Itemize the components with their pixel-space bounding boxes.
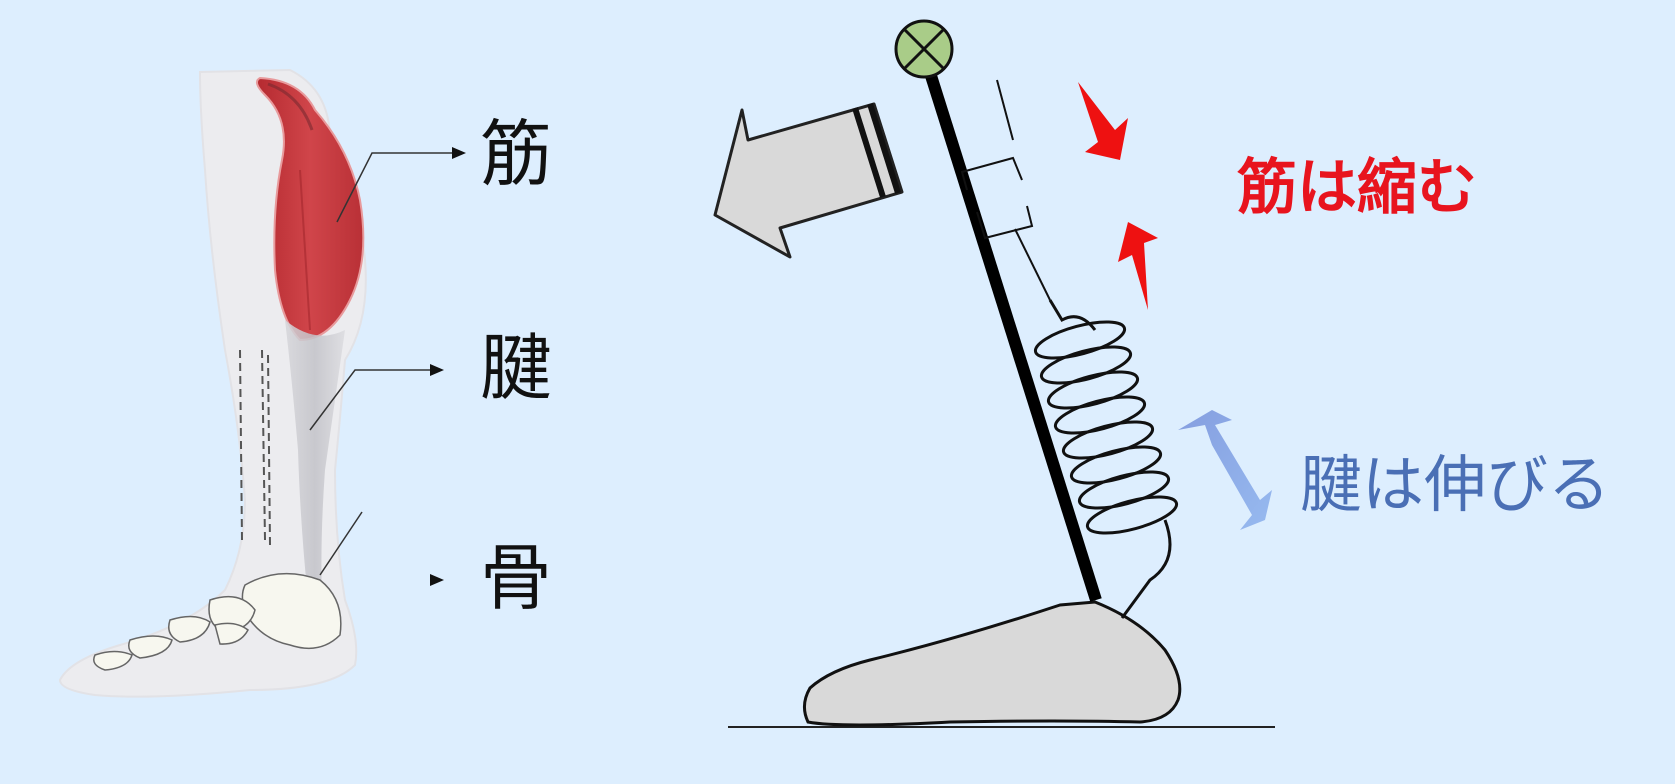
tendon-stretches-caption: 腱は伸びる	[1300, 448, 1611, 521]
muscle-element	[960, 79, 1051, 301]
force-arrow-icon	[713, 102, 904, 259]
foot-shape	[803, 600, 1182, 727]
label-muscle: 筋	[480, 112, 553, 196]
achilles-tendon	[285, 320, 345, 600]
stretch-arrow-icon	[1178, 410, 1272, 530]
leg-illustration	[58, 68, 466, 698]
pivot-icon	[894, 19, 954, 79]
lever-model	[713, 19, 1275, 728]
lever-bar	[921, 61, 1102, 602]
muscle-contracts-caption: 筋は縮む	[1237, 153, 1477, 223]
leg-bones	[239, 349, 271, 546]
label-tendon: 腱	[480, 326, 553, 410]
pointer-lines	[309, 152, 452, 576]
pointer-arrowheads	[430, 147, 466, 586]
tendon-spring	[1033, 299, 1179, 619]
foot-bones	[93, 572, 342, 671]
contract-arrows-icon	[1078, 82, 1158, 310]
label-bone: 骨	[480, 536, 553, 620]
